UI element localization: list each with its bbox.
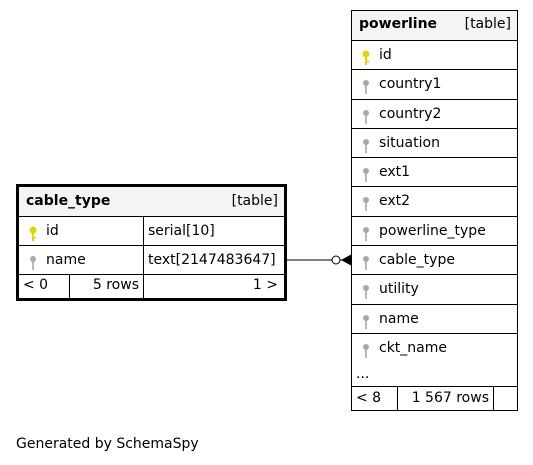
powerline-table[interactable]: powerline [table] id country1 country2 situ…	[351, 10, 518, 412]
column-row-ext2[interactable]: ext2	[352, 187, 517, 217]
table-name: powerline	[359, 16, 438, 32]
column-name: id	[46, 223, 59, 239]
column-row-id[interactable]: id	[352, 41, 517, 71]
zero-optional-marker	[331, 255, 341, 265]
column-key-icon	[361, 341, 371, 358]
crowfoot-many-marker	[341, 254, 352, 266]
column-key-icon	[361, 224, 371, 241]
column-name: ckt_name	[379, 339, 447, 356]
column-name: ext2	[379, 193, 411, 210]
column-name: id	[379, 47, 392, 63]
column-key-icon	[361, 107, 371, 124]
primary-key-icon	[28, 224, 38, 241]
column-name: powerline_type	[379, 222, 486, 239]
table-header: powerline [table]	[352, 11, 517, 41]
table-footer: < 0 5 rows 1 >	[19, 275, 284, 298]
column-row-name[interactable]: name	[352, 305, 517, 334]
table-header: cable_type [table]	[19, 187, 284, 217]
column-row-id[interactable]: id serial[10]	[19, 217, 284, 246]
primary-key-icon	[361, 48, 371, 65]
table-footer: < 8 1 567 rows	[352, 387, 517, 412]
children-link[interactable]: 1 >	[143, 275, 284, 298]
cable-type-table[interactable]: cable_type [table] id serial[10] name te…	[16, 184, 287, 301]
table-name: cable_type	[26, 193, 111, 209]
column-row-powerline-type[interactable]: powerline_type	[352, 217, 517, 247]
column-key-icon	[361, 253, 371, 271]
column-row-country1[interactable]: country1	[352, 70, 517, 100]
column-key-icon	[28, 253, 38, 270]
column-row-ext1[interactable]: ext1	[352, 158, 517, 188]
column-name: name	[46, 252, 86, 268]
column-key-icon	[361, 312, 371, 329]
column-type: serial[10]	[143, 217, 284, 245]
column-row-cable-type[interactable]: cable_type	[352, 246, 517, 276]
column-name: name	[379, 310, 419, 327]
column-row-utility[interactable]: utility	[352, 275, 517, 305]
column-key-icon	[361, 194, 371, 212]
table-tag: [table]	[231, 193, 278, 209]
column-key-icon	[361, 282, 371, 300]
row-count: 1 567 rows	[397, 387, 494, 412]
column-name: utility	[379, 281, 419, 298]
more-columns-ellipsis: ...	[352, 363, 517, 388]
column-key-icon	[361, 77, 371, 95]
column-row-situation[interactable]: situation	[352, 129, 517, 159]
table-tag: [table]	[464, 16, 511, 32]
column-row-ckt-name[interactable]: ckt_name	[352, 334, 517, 363]
column-row-country2[interactable]: country2	[352, 100, 517, 129]
generated-by-caption: Generated by SchemaSpy	[16, 436, 199, 452]
column-name: ext1	[379, 164, 411, 181]
column-key-icon	[361, 165, 371, 183]
column-name: country2	[379, 105, 442, 122]
parents-link[interactable]: < 8	[356, 390, 382, 407]
column-row-name[interactable]: name text[2147483647]	[19, 246, 284, 275]
parents-link[interactable]: < 0	[23, 277, 49, 293]
column-name: situation	[379, 134, 440, 151]
column-key-icon	[361, 136, 371, 153]
row-count: 5 rows	[69, 275, 143, 298]
column-name: country1	[379, 76, 442, 93]
ellipsis-text: ...	[356, 366, 370, 383]
column-type: text[2147483647]	[143, 246, 284, 274]
column-name: cable_type	[379, 252, 455, 269]
